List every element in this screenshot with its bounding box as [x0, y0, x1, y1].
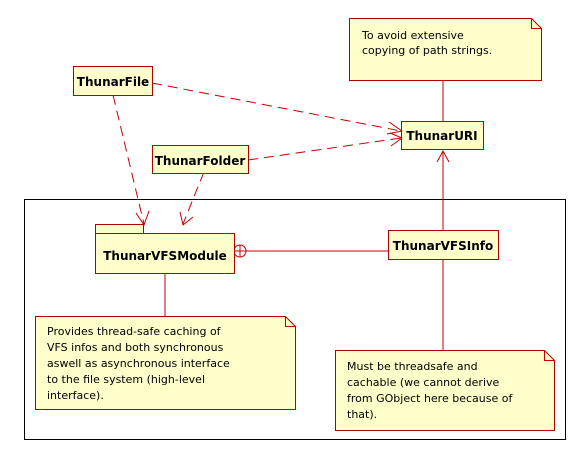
note-info-box[interactable] — [335, 350, 555, 431]
class-label-thunarvfsmodule: ThunarVFSModule — [103, 249, 227, 263]
note-module-line-2: VFS infos and both synchronous — [47, 341, 224, 354]
package-tab-thunarvfsmodule — [95, 224, 144, 234]
note-module-box[interactable] — [35, 316, 296, 410]
note-info-corner — [544, 350, 555, 361]
dependency-file-to-uri — [151, 82, 402, 132]
class-box-thunarvfsinfo[interactable] — [388, 230, 499, 260]
class-label-thunarvfsinfo: ThunarVFSInfo — [393, 239, 493, 253]
note-module-line-5: interface). — [47, 389, 104, 402]
note-module-line-4: to the file system (high-level — [47, 373, 205, 386]
note-uri-line-2: copying of path strings. — [362, 44, 492, 57]
package-frame — [24, 199, 566, 440]
class-box-thunarfile[interactable] — [73, 66, 153, 96]
dependency-file-to-module-arrowhead — [135, 210, 150, 227]
note-info-line-2: cachable (we cannot derive — [347, 376, 500, 389]
dependency-folder-to-module-arrowhead — [179, 211, 194, 226]
class-label-thunarfolder: ThunarFolder — [155, 154, 246, 168]
dependency-file-to-module — [112, 94, 145, 225]
note-module-corner — [285, 316, 296, 327]
note-module-line-1: Provides thread-safe caching of — [47, 325, 222, 338]
association-vfsinfo-to-uri-arrowhead — [436, 149, 450, 163]
note-module-line-3: aswell as asynchronous interface — [47, 357, 230, 370]
dependency-folder-to-module — [182, 171, 205, 225]
note-uri-line-1: To avoid extensive — [361, 29, 464, 42]
class-box-thunarfolder[interactable] — [152, 145, 249, 174]
note-info-line-3: from GObject here because of — [347, 392, 513, 405]
note-info-line-1: Must be threadsafe and — [347, 360, 478, 373]
class-label-thunarfile: ThunarFile — [77, 75, 149, 89]
dependency-file-to-uri-arrowhead — [386, 121, 404, 135]
note-uri-corner — [531, 18, 542, 29]
class-label-thunaruri: ThunarURI — [406, 129, 477, 143]
note-info-line-4: that). — [347, 408, 377, 421]
note-uri-box[interactable] — [349, 18, 542, 81]
class-box-thunaruri[interactable] — [401, 121, 484, 150]
class-box-thunarvfsmodule[interactable] — [95, 233, 235, 274]
dependency-folder-to-uri — [247, 137, 402, 161]
